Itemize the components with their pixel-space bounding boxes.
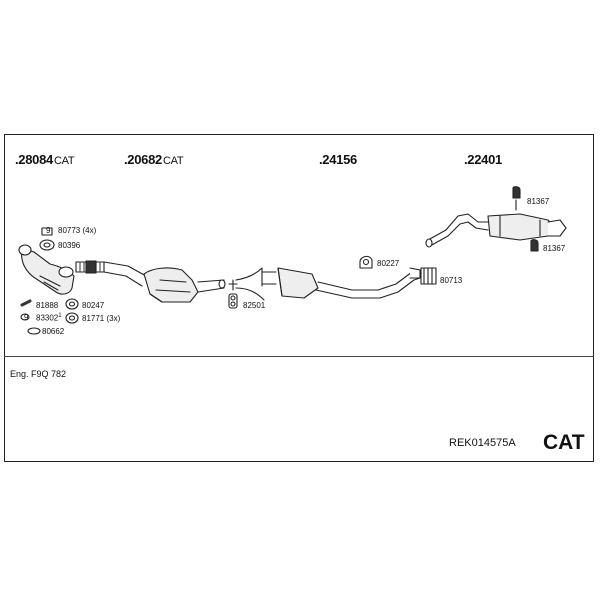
bolt-81888	[20, 299, 32, 307]
label-83302-superscript: 1	[58, 313, 62, 319]
section-28084-suffix: CAT	[53, 155, 75, 167]
label-81367-bottom: 81367	[543, 244, 566, 253]
section-20682-suffix: CAT	[162, 155, 184, 167]
section-20682-number: .20682	[124, 152, 162, 167]
label-80227: 80227	[377, 259, 400, 268]
diagram-frame	[4, 134, 594, 462]
label-82501: 82501	[243, 301, 266, 310]
catalytic-converter	[143, 267, 226, 303]
front-pipe	[75, 260, 147, 287]
cat-badge: CAT	[543, 431, 585, 454]
kit-reference: REK014575A	[449, 437, 516, 449]
rear-silencer	[425, 213, 567, 248]
hanger-81367-top	[512, 186, 521, 211]
label-9-a: 9	[46, 226, 51, 235]
section-28084: .28084CAT	[15, 152, 75, 167]
label-81367-top: 81367	[527, 197, 550, 206]
gasket-80662	[27, 327, 41, 335]
gasket-80247	[65, 298, 79, 310]
label-80662: 80662	[42, 327, 65, 336]
gasket-80396	[39, 239, 55, 251]
label-9-b: 9	[24, 313, 29, 322]
label-81888: 81888	[36, 301, 59, 310]
section-22401: .22401	[464, 152, 502, 167]
label-83302: 833021	[36, 313, 62, 323]
middle-silencer	[235, 267, 421, 301]
label-83302-number: 83302	[36, 313, 59, 323]
label-80247: 80247	[82, 301, 105, 310]
exhaust-manifold	[18, 244, 75, 295]
washer-83302	[20, 313, 30, 321]
section-20682: .20682CAT	[124, 152, 184, 167]
section-24156: .24156	[319, 152, 357, 167]
section-24156-number: .24156	[319, 152, 357, 167]
hanger-81367-bottom	[530, 239, 539, 252]
gasket-81771	[65, 312, 79, 324]
hanger-80227	[359, 255, 373, 269]
nut-80773	[41, 227, 53, 236]
section-22401-number: .22401	[464, 152, 502, 167]
label-80713: 80713	[440, 276, 463, 285]
clamp-80713	[420, 267, 437, 285]
engine-code: Eng. F9Q 782	[10, 369, 67, 379]
hanger-82501	[228, 279, 238, 309]
label-81771: 81771 (3x)	[82, 314, 121, 323]
label-80773: 80773 (4x)	[58, 226, 97, 235]
section-28084-number: .28084	[15, 152, 53, 167]
label-80396: 80396	[58, 241, 81, 250]
section-divider	[4, 356, 594, 357]
